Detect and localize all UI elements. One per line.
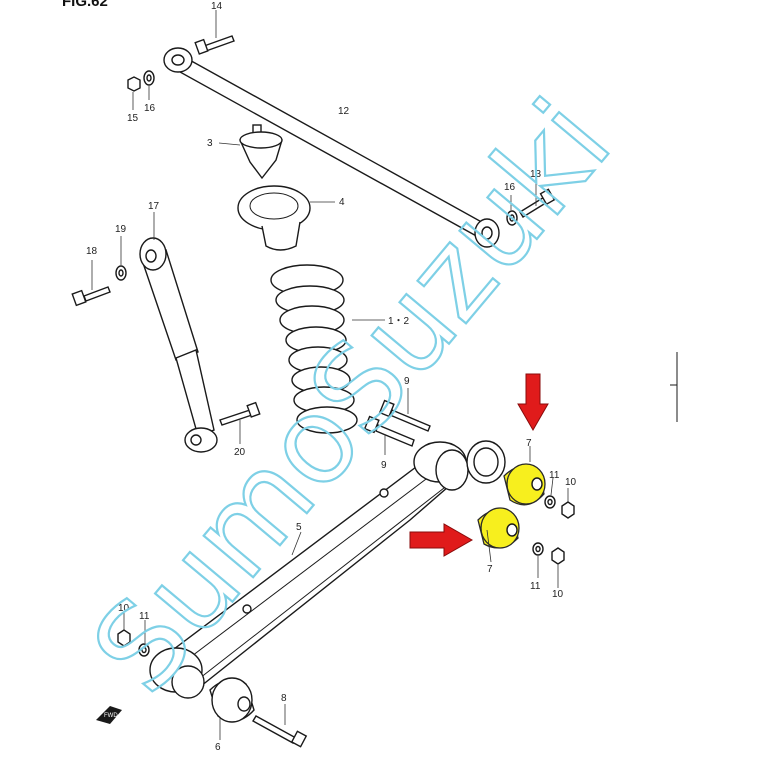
label-18: 18 <box>86 246 98 257</box>
nut-10-lower <box>551 547 565 588</box>
label-9-upper: 9 <box>404 376 410 387</box>
label-15: 15 <box>127 113 139 124</box>
label-1-2: 1・2 <box>388 316 410 327</box>
label-11-upper: 11 <box>549 470 560 481</box>
washer-11-left <box>138 620 150 657</box>
label-10-upper: 10 <box>565 477 577 488</box>
bump-stop <box>218 124 283 180</box>
bushing-upper-plain <box>466 440 506 484</box>
trailing-arm <box>149 441 469 699</box>
label-7-lower: 7 <box>487 564 493 575</box>
bolt-13 <box>519 180 556 218</box>
nut-15 <box>127 76 141 110</box>
label-3: 3 <box>207 138 213 149</box>
shock-absorber <box>139 212 218 453</box>
bolt-18 <box>71 260 111 307</box>
bolt-8 <box>252 704 308 748</box>
label-17: 17 <box>148 201 160 212</box>
washer-11-upper <box>544 477 556 509</box>
washer-16-top <box>143 70 155 100</box>
label-20: 20 <box>234 447 246 458</box>
bolt-14 <box>194 10 235 55</box>
watermark-text: SumoSuzuki <box>66 74 637 718</box>
label-12: 12 <box>338 106 350 117</box>
label-5: 5 <box>296 522 302 533</box>
nut-10-upper <box>561 488 575 519</box>
bushing-6 <box>209 677 255 740</box>
label-10-lower: 10 <box>552 589 564 600</box>
label-8: 8 <box>281 693 287 704</box>
label-9-lower: 9 <box>381 460 387 471</box>
red-arrow-right <box>409 523 474 557</box>
washer-16-right <box>506 195 518 226</box>
label-4: 4 <box>339 197 345 208</box>
coil-spring <box>270 264 385 434</box>
washer-19 <box>115 236 127 281</box>
label-16-right: 16 <box>504 182 516 193</box>
bushing-7-upper-highlighted <box>503 446 546 506</box>
forward-direction-icon: FWD <box>96 706 122 724</box>
label-16-top: 16 <box>144 103 156 114</box>
label-6: 6 <box>215 742 221 753</box>
nut-10-left <box>117 612 131 647</box>
washer-11-lower <box>532 542 544 578</box>
label-11-lower: 11 <box>530 581 541 592</box>
label-14: 14 <box>211 1 223 12</box>
label-13: 13 <box>530 169 542 180</box>
bolt-9-upper <box>378 388 431 432</box>
label-11-left: 11 <box>139 611 150 622</box>
spring-seat <box>237 185 335 251</box>
fwd-icon-text: FWD <box>104 713 118 719</box>
figure-title: FIG.62 <box>62 0 108 10</box>
label-10-left: 10 <box>118 603 130 614</box>
bolt-9-lower <box>363 415 415 455</box>
lateral-rod <box>163 47 500 248</box>
label-19: 19 <box>115 224 127 235</box>
label-7-upper: 7 <box>526 438 532 449</box>
bolt-20 <box>219 401 261 444</box>
red-arrow-down <box>517 373 549 432</box>
bushing-7-lower-highlighted <box>477 507 520 563</box>
